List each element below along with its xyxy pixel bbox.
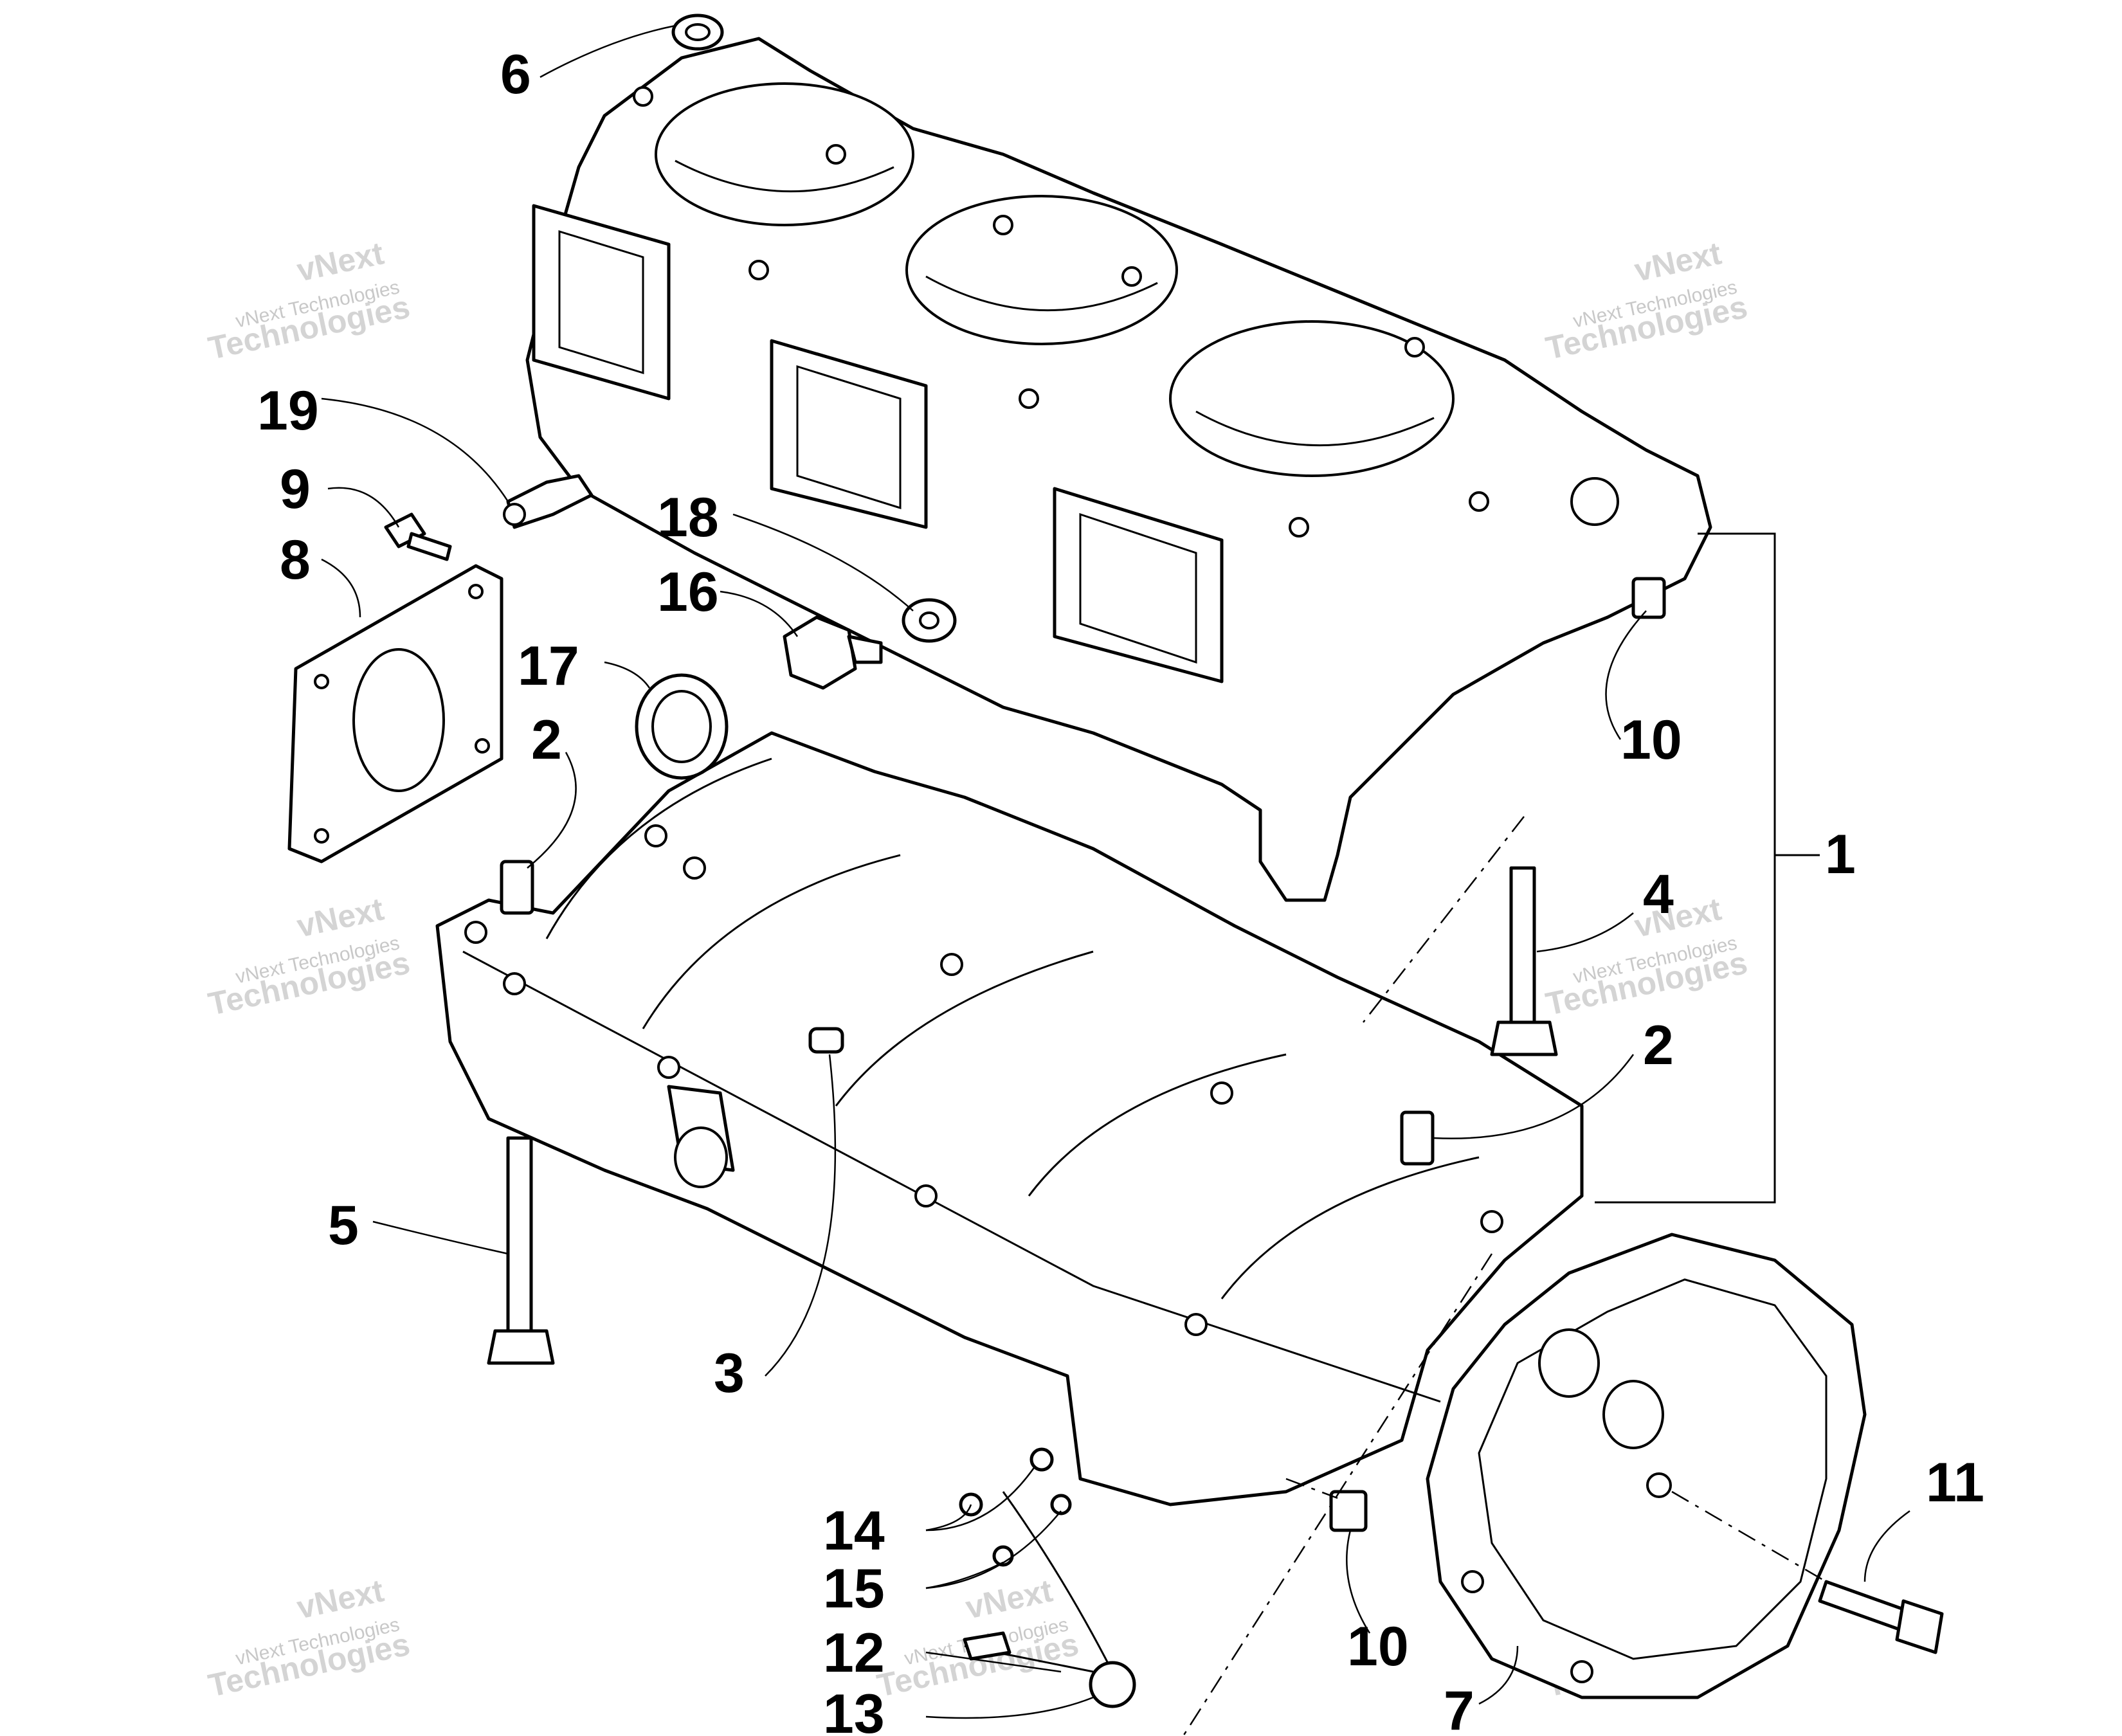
part-5-bolt <box>487 1136 555 1365</box>
small-parts <box>287 14 1944 1708</box>
part-10-dowel <box>1631 577 1666 619</box>
watermark-text: vNext <box>294 891 387 944</box>
callout-14: 14 <box>823 1500 885 1562</box>
callout-10b: 10 <box>1347 1616 1409 1677</box>
callout-11: 11 <box>1926 1452 1984 1514</box>
callout-17: 17 <box>518 635 579 697</box>
callout-18: 18 <box>657 487 719 548</box>
flywheel-housing <box>1426 1233 1867 1699</box>
callout-2a: 2 <box>531 709 562 771</box>
callout-7: 7 <box>1444 1680 1474 1736</box>
watermark-mid-right: vNext Technologies vNext Technologies <box>1543 891 1750 1022</box>
callout-3: 3 <box>714 1343 745 1404</box>
upper-crankcase <box>525 37 1712 902</box>
callout-1: 1 <box>1825 824 1856 885</box>
callout-10a: 10 <box>1620 709 1682 771</box>
watermark-bottom-center: vNext Technologies vNext Technologies <box>874 1572 1082 1703</box>
part-17-seal-ring <box>635 673 729 780</box>
watermark-top-right: vNext Technologies vNext Technologies <box>1543 235 1750 366</box>
part-12-13-sensor <box>963 1491 1136 1708</box>
callout-12: 12 <box>823 1622 885 1684</box>
part-2-dowel <box>1400 1110 1435 1166</box>
callout-15: 15 <box>823 1558 885 1620</box>
callout-16: 16 <box>657 561 719 623</box>
callout-4: 4 <box>1643 863 1674 925</box>
callout-5: 5 <box>328 1195 359 1256</box>
part-11-screw <box>1818 1580 1944 1654</box>
watermark-bottom-left: vNext Technologies vNext Technologies <box>205 1572 413 1703</box>
leader-lines <box>321 24 1910 1736</box>
callout-6: 6 <box>500 44 531 105</box>
callout-9: 9 <box>280 458 311 520</box>
part-2-dowel <box>500 860 534 915</box>
part-10-dowel <box>1329 1490 1368 1532</box>
part-4-bolt <box>1490 866 1558 1056</box>
part-3-pin <box>808 1027 844 1054</box>
watermark-top-left: vNext Technologies vNext Technologies <box>205 235 413 366</box>
watermark-mid-left: vNext Technologies vNext Technologies <box>205 891 413 1022</box>
callout-2b: 2 <box>1643 1015 1674 1076</box>
part-16-plug <box>783 615 883 690</box>
watermark-text: vNext <box>963 1572 1056 1625</box>
part-8-gasket <box>287 564 503 863</box>
watermark-text: vNext <box>294 235 387 288</box>
part-14-screw <box>1029 1447 1054 1472</box>
callout-13: 13 <box>823 1683 885 1736</box>
part-19-fitting <box>503 474 594 529</box>
watermark-text: vNext <box>294 1572 387 1625</box>
lower-crankcase <box>435 731 1584 1506</box>
callout-8: 8 <box>280 529 311 591</box>
watermark-text: vNext <box>1631 235 1725 288</box>
callout-labels: 6 19 9 8 18 16 17 2 10 1 4 2 5 3 11 14 1… <box>257 44 1984 1736</box>
callout-19: 19 <box>257 380 319 442</box>
part-15-washer <box>1050 1494 1072 1515</box>
